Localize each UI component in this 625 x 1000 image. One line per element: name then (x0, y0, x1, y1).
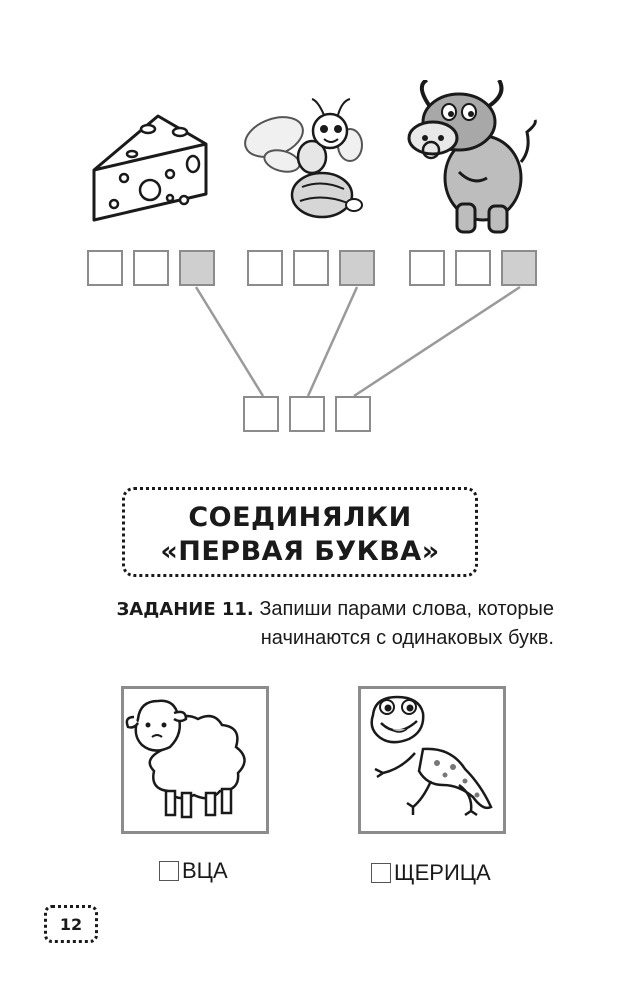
word-rest: ВЦА (182, 858, 228, 883)
bee-icon (244, 98, 363, 219)
answer-box[interactable] (409, 250, 445, 286)
answer-box[interactable] (133, 250, 169, 286)
answer-box[interactable] (247, 250, 283, 286)
first-letter-box[interactable] (159, 861, 179, 881)
result-box[interactable] (289, 396, 325, 432)
answer-box[interactable] (293, 250, 329, 286)
answer-box-shaded[interactable] (179, 250, 215, 286)
bull-icon (407, 80, 537, 234)
result-box[interactable] (335, 396, 371, 432)
page-number: 12 (44, 905, 98, 943)
banner-line-2: «ПЕРВАЯ БУКВА» (160, 536, 440, 567)
answer-box-shaded[interactable] (339, 250, 375, 286)
word-lizard: ЩЕРИЦА (371, 860, 491, 886)
word-sheep: ВЦА (159, 858, 228, 884)
answer-box[interactable] (87, 250, 123, 286)
section-banner: СОЕДИНЯЛКИ «ПЕРВАЯ БУКВА» (122, 487, 478, 577)
task-label: ЗАДАНИЕ 11. (116, 599, 254, 620)
word-rest: ЩЕРИЦА (394, 860, 491, 885)
picture-frame-lizard (358, 686, 506, 834)
answer-box-shaded[interactable] (501, 250, 537, 286)
lizard-icon (370, 695, 493, 817)
first-letter-box[interactable] (371, 863, 391, 883)
answer-box[interactable] (455, 250, 491, 286)
sheep-icon (125, 699, 246, 819)
banner-line-1: СОЕДИНЯЛКИ (188, 502, 412, 533)
task-text: Запиши парами слова, которые начинаются … (259, 598, 554, 649)
task-instruction: ЗАДАНИЕ 11. Запиши парами слова, которые… (84, 595, 554, 652)
picture-frame-sheep (121, 686, 269, 834)
result-box[interactable] (243, 396, 279, 432)
cheese-icon (92, 114, 208, 222)
